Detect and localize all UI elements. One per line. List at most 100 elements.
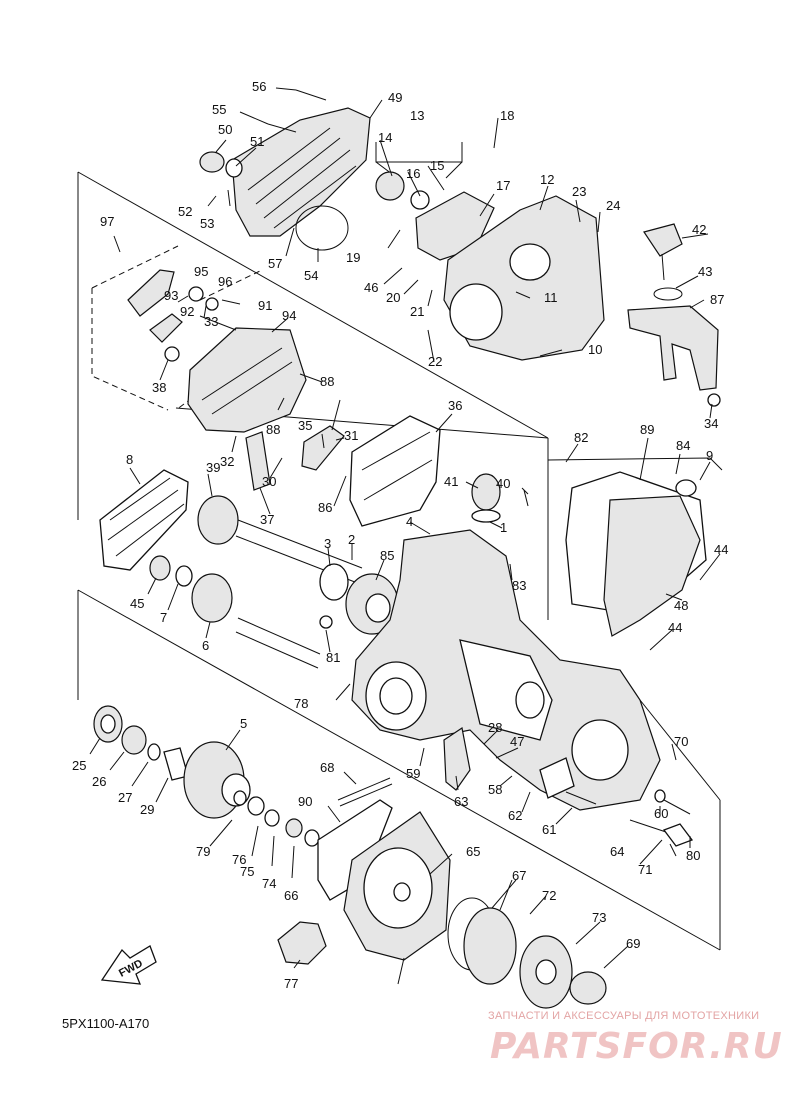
callout: 28 — [488, 720, 502, 735]
gasket-34 — [349, 415, 441, 527]
callout: 2 — [348, 532, 355, 547]
callout: 23 — [572, 184, 586, 199]
callout: 76 — [232, 852, 246, 867]
callout: 93 — [164, 288, 178, 303]
callout: 46 — [364, 280, 378, 295]
callout: 40 — [496, 476, 510, 491]
callout: 7 — [160, 610, 167, 625]
callout: 19 — [346, 250, 360, 265]
callout: 82 — [574, 430, 588, 445]
gear-8 — [197, 495, 239, 545]
callout: 53 — [200, 216, 214, 231]
callout: 31 — [344, 428, 358, 443]
callout: 83 — [512, 578, 526, 593]
callout: 21 — [410, 304, 424, 319]
callout: 66 — [284, 888, 298, 903]
callout: 86 — [318, 500, 332, 515]
callout: 34 — [704, 416, 718, 431]
callout: 29 — [140, 802, 154, 817]
callout: 80 — [686, 848, 700, 863]
callout: 27 — [118, 790, 132, 805]
hose-35 — [301, 425, 345, 471]
callout: 50 — [218, 122, 232, 137]
callout: 60 — [654, 806, 668, 821]
watermark-logo: PARTSFOR.RU — [490, 1026, 783, 1067]
callout: 84 — [676, 438, 690, 453]
watermark-tagline: ЗАПЧАСТИ И АКСЕССУАРЫ ДЛЯ МОТОТЕХНИКИ — [488, 1010, 760, 1022]
callout: 26 — [92, 774, 106, 789]
callout: 55 — [212, 102, 226, 117]
callout: 79 — [196, 844, 210, 859]
bracket-87 — [627, 305, 719, 391]
callout: 63 — [454, 794, 468, 809]
callout: 39 — [206, 460, 220, 475]
callout: 11 — [544, 290, 558, 305]
reference-code: 5PX1100-A170 — [62, 1016, 150, 1031]
callout: 94 — [282, 308, 296, 323]
callout: 64 — [610, 844, 624, 859]
plug-50 — [199, 151, 225, 173]
callout: 49 — [388, 90, 402, 105]
cover-81 — [603, 495, 701, 637]
fwd-arrow-icon — [100, 945, 157, 985]
callout: 81 — [326, 650, 340, 665]
callout: 37 — [260, 512, 274, 527]
frame-right — [547, 438, 723, 620]
callout: 38 — [152, 380, 166, 395]
callout: 88 — [320, 374, 334, 389]
cover-67 — [463, 907, 517, 985]
callout: 61 — [542, 822, 556, 837]
callout: 70 — [674, 734, 688, 749]
o-ring-43 — [653, 287, 683, 301]
callout: 87 — [710, 292, 724, 307]
leader-lines — [89, 87, 721, 985]
callout: 95 — [194, 264, 208, 279]
callout: 75 — [240, 864, 254, 879]
callout: 16 — [406, 166, 420, 181]
gear-7 — [191, 573, 233, 623]
callout: 17 — [496, 178, 510, 193]
callout: 89 — [640, 422, 654, 437]
callout: 24 — [606, 198, 620, 213]
callout: 56 — [252, 79, 266, 94]
callout: 69 — [626, 936, 640, 951]
callout: 35 — [298, 418, 312, 433]
callout: 1 — [500, 520, 507, 535]
callout: 6 — [202, 638, 209, 653]
callout: 3 — [324, 536, 331, 551]
callout: 67 — [512, 868, 526, 883]
callout: 22 — [428, 354, 442, 369]
callout: 59 — [406, 766, 420, 781]
callout: 90 — [298, 794, 312, 809]
callout: 97 — [100, 214, 114, 229]
callout: 44 — [714, 542, 728, 557]
callout: 12 — [540, 172, 554, 187]
callout: 58 — [488, 782, 502, 797]
callout: 36 — [448, 398, 462, 413]
callout: 96 — [218, 274, 232, 289]
plate-93 — [127, 269, 175, 317]
callout: 18 — [500, 108, 514, 123]
drive-belt-9 — [99, 469, 189, 571]
callout: 62 — [508, 808, 522, 823]
housing-33 — [187, 327, 307, 433]
callout: 91 — [258, 298, 272, 313]
callout: 47 — [510, 734, 524, 749]
callout: 48 — [674, 598, 688, 613]
callout: 68 — [320, 760, 334, 775]
callout: 88 — [266, 422, 280, 437]
callout: 51 — [250, 134, 264, 149]
callout: 45 — [130, 596, 144, 611]
callout: 20 — [386, 290, 400, 305]
o-ring-54 — [295, 205, 349, 251]
callout: 4 — [406, 514, 413, 529]
callout: 71 — [638, 862, 652, 877]
callout: 44 — [668, 620, 682, 635]
transmission-cover — [231, 107, 371, 237]
callout: 30 — [262, 474, 276, 489]
callout: 92 — [180, 304, 194, 319]
callout: 41 — [444, 474, 458, 489]
callout: 77 — [284, 976, 298, 991]
